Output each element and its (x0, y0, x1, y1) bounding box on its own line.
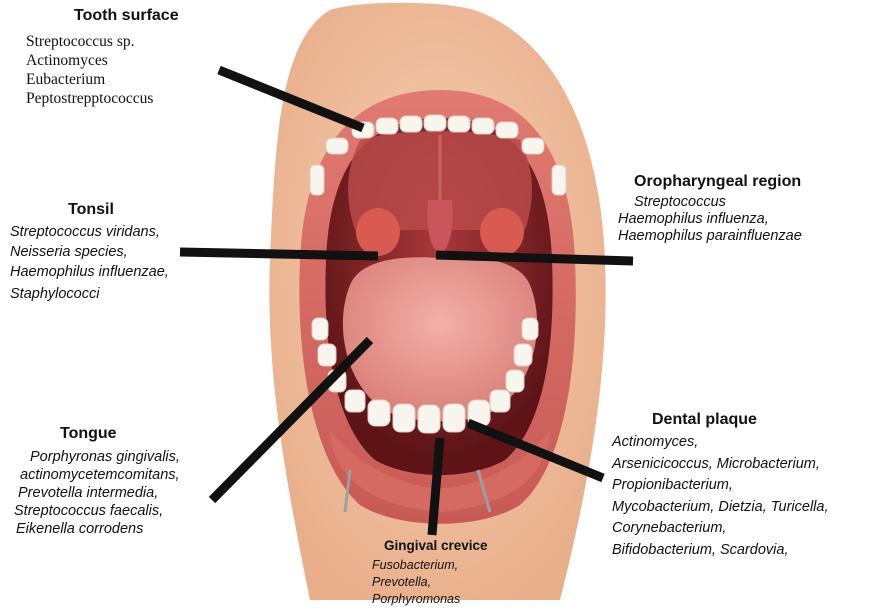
tongue-item: Porphyronas gingivalis, (30, 448, 180, 466)
pointer-oropharyngeal (436, 255, 633, 261)
tongue-list: Porphyronas gingivalis, actinomycetemcom… (14, 448, 180, 538)
dental-plaque-title: Dental plaque (652, 410, 829, 430)
oropharyngeal-title: Oropharyngeal region (634, 172, 802, 192)
gingival-item: Prevotella, (372, 574, 488, 591)
label-gingival: Gingival crevice Fusobacterium, Prevotel… (372, 538, 488, 608)
tonsil-item: Staphylococci (10, 284, 169, 304)
pointer-tonsil (180, 252, 378, 256)
dental-plaque-item: Bifidobacterium, Scardovia, (612, 540, 829, 562)
tooth-surface-list: Streptococcus sp. Actinomyces Eubacteriu… (26, 32, 179, 108)
right-tonsil (480, 208, 524, 256)
dental-plaque-list: Actinomyces, Arsenicicoccus, Microbacter… (612, 432, 829, 561)
label-tongue: Tongue Porphyronas gingivalis, actinomyc… (14, 424, 180, 538)
tonsil-list: Streptococcus viridans, Neisseria specie… (10, 222, 169, 304)
tonsil-title: Tonsil (68, 200, 169, 220)
tooth-surface-item: Actinomyces (26, 51, 179, 70)
oropharyngeal-list: Streptococcus Haemophilus influenza, Hae… (618, 194, 802, 245)
label-tooth-surface: Tooth surface Streptococcus sp. Actinomy… (26, 6, 179, 108)
oropharyngeal-item: Haemophilus influenza, (618, 211, 802, 228)
gingival-item: Porphyromonas (372, 591, 488, 608)
tooth-surface-item: Eubacterium (26, 70, 179, 89)
dental-plaque-item: Mycobacterium, Dietzia, Turicella, (612, 497, 829, 519)
tongue-title: Tongue (60, 424, 180, 444)
tongue-item: Prevotella intermedia, (18, 484, 180, 502)
dental-plaque-item: Actinomyces, (612, 432, 829, 454)
tonsil-item: Haemophilus influenzae, (10, 262, 169, 282)
tonsil-item: Neisseria species, (10, 242, 169, 262)
dental-plaque-item: Corynebacterium, (612, 518, 829, 540)
oropharyngeal-item: Haemophilus parainfluenzae (618, 228, 802, 245)
gingival-title: Gingival crevice (384, 538, 488, 554)
oropharyngeal-item: Streptococcus (634, 194, 802, 211)
label-oropharyngeal: Oropharyngeal region Streptococcus Haemo… (618, 172, 802, 245)
tooth-surface-item: Peptostrepptococcus (26, 89, 179, 108)
tongue-item: actinomycetemcomitans, (20, 466, 180, 484)
gingival-list: Fusobacterium, Prevotella, Porphyromonas (372, 557, 488, 608)
tooth-surface-title: Tooth surface (74, 6, 179, 26)
label-dental-plaque: Dental plaque Actinomyces, Arsenicicoccu… (612, 410, 829, 561)
label-tonsil: Tonsil Streptococcus viridans, Neisseria… (10, 200, 169, 304)
gingival-item: Fusobacterium, (372, 557, 488, 574)
dental-plaque-item: Arsenicicoccus, Microbacterium, (612, 454, 829, 476)
dental-plaque-item: Propionibacterium, (612, 475, 829, 497)
tooth-surface-item: Streptococcus sp. (26, 32, 179, 51)
left-tonsil (356, 208, 400, 256)
tongue-item: Eikenella corrodens (16, 520, 180, 538)
tonsil-item: Streptococcus viridans, (10, 222, 169, 242)
tongue-item: Streptococcus faecalis, (14, 502, 180, 520)
